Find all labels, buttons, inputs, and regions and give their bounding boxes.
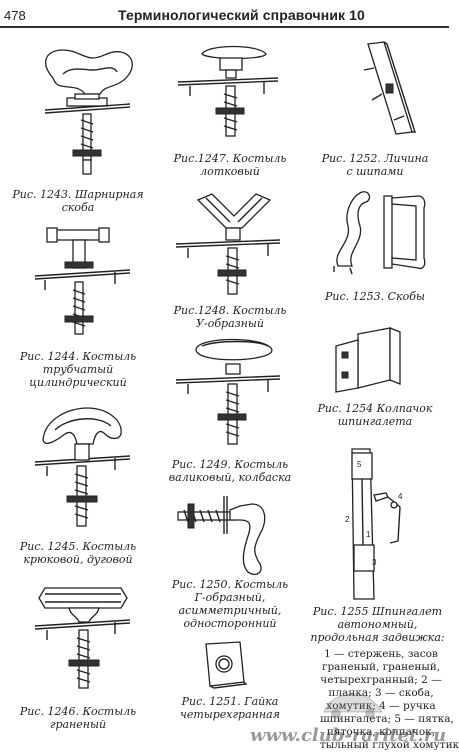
caption-fig-1251: Рис. 1251. Гайка четырехгранная <box>160 695 300 721</box>
tubular-crutch-drawing <box>34 227 131 335</box>
caption-fig-1243: Рис. 1243. Шарнирная скоба <box>8 188 148 214</box>
legend-text-1255: 1 — стержень, засов граненый, граненый, … <box>320 648 459 751</box>
caption-fig-1252: Рис. 1252. Личина с шипами <box>310 152 440 178</box>
caption-fig-1246: Рис. 1246. Костыль граненый <box>8 705 148 731</box>
legend-1255: 1 — стержень, засов граненый, граненый, … <box>320 648 459 752</box>
espagnolette-drawing <box>351 448 401 600</box>
hook-crutch-drawing <box>34 407 131 527</box>
caption-fig-1254: Рис. 1254 Колпачок шпингалета <box>310 402 440 428</box>
hinged-bracket-drawing <box>44 49 133 175</box>
caption-text-1252: Рис. 1252. Личина с шипами <box>321 152 429 178</box>
caption-text-1254: Рис. 1254 Колпачок шпингалета <box>317 402 433 428</box>
caption-fig-1253: Рис. 1253. Скобы <box>310 290 440 303</box>
caption-text-1255: Рис. 1255 Шпингалет автономный, продольн… <box>310 605 445 644</box>
caption-text-1245: Рис. 1245. Костыль крюковой, дуговой <box>19 540 137 566</box>
caption-text-1248: Рис.1248. Костыль У-образный <box>173 304 287 330</box>
caption-text-1253: Рис. 1253. Скобы <box>325 290 425 303</box>
caption-text-1251: Рис. 1251. Гайка четырехгранная <box>180 695 280 721</box>
roller-crutch-drawing <box>175 338 281 445</box>
header-rule <box>0 26 449 28</box>
label-4: 4 <box>398 492 403 501</box>
caption-fig-1255: Рис. 1255 Шпингалет автономный, продольн… <box>310 605 445 644</box>
watermark-car-logo <box>323 693 383 719</box>
caption-fig-1249: Рис. 1249. Костыль валиковый, колбаска <box>160 458 300 484</box>
page-number: 478 <box>4 8 26 23</box>
caption-fig-1245: Рис. 1245. Костыль крюковой, дуговой <box>8 540 148 566</box>
label-2: 2 <box>345 515 350 524</box>
faceted-crutch-drawing <box>34 587 131 689</box>
caption-text-1250: Рис. 1250. Костыль Г-образный, асимметри… <box>171 578 289 630</box>
page-title: Терминологический справочник 10 <box>118 7 365 23</box>
l-crutch-drawing <box>177 496 266 576</box>
spiked-plate-drawing <box>363 41 416 135</box>
caption-text-1243: Рис. 1243. Шарнирная скоба <box>12 188 144 214</box>
caption-fig-1247: Рис.1247. Костыль лотковый <box>160 152 300 178</box>
caption-fig-1244: Рис. 1244. Костыль трубчатый цилиндричес… <box>8 350 148 389</box>
caption-text-1247: Рис.1247. Костыль лотковый <box>173 152 287 178</box>
y-crutch-drawing <box>175 193 281 295</box>
caption-fig-1250: Рис. 1250. Костыль Г-образный, асимметри… <box>160 578 300 630</box>
label-3: 3 <box>372 558 377 567</box>
brackets-drawing <box>333 191 426 275</box>
caption-text-1244: Рис. 1244. Костыль трубчатый цилиндричес… <box>19 350 137 389</box>
watermark-url: www.club-raritet.ru <box>250 725 447 746</box>
trough-crutch-drawing <box>177 45 279 137</box>
bolt-cap-drawing <box>335 327 401 393</box>
caption-fig-1248: Рис.1248. Костыль У-образный <box>160 304 300 330</box>
page-header: 478 Терминологический справочник 10 <box>0 0 449 30</box>
caption-text-1249: Рис. 1249. Костыль валиковый, колбаска <box>168 458 292 484</box>
label-5: 5 <box>357 460 362 469</box>
caption-text-1246: Рис. 1246. Костыль граненый <box>19 705 137 731</box>
square-nut-drawing <box>205 641 248 689</box>
label-1: 1 <box>366 530 371 539</box>
